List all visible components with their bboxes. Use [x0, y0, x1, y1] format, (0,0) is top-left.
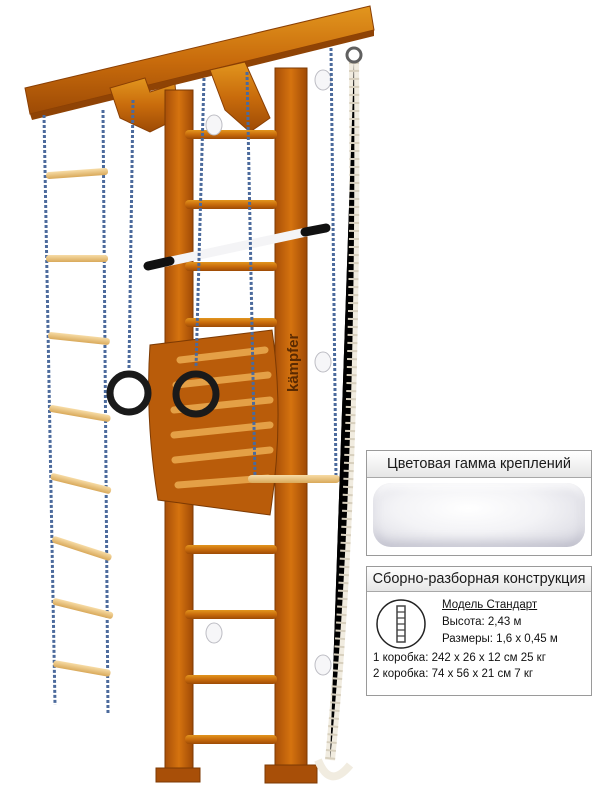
pull-up-bar [143, 223, 331, 271]
wall-brackets [205, 69, 332, 676]
box2-spec: 2 коробка: 74 х 56 х 21 см 7 кг [373, 668, 534, 680]
gymnastic-rings [106, 77, 220, 418]
color-panel-title: Цветовая гамма креплений [367, 451, 591, 478]
size-spec: Размеры: 1,6 х 0,45 м [442, 633, 558, 645]
color-panel: Цветовая гамма креплений [366, 450, 592, 556]
box1-spec: 1 коробка: 242 х 26 х 12 см 25 кг [373, 652, 546, 664]
spec-panel-title: Сборно-разборная конструкция [367, 567, 591, 592]
curved-bars [148, 329, 279, 516]
spec-panel: Сборно-разборная конструкция Модель Стан… [366, 566, 592, 696]
height-spec: Высота: 2,43 м [442, 616, 522, 628]
top-beam [24, 5, 375, 133]
model-name: Модель Стандарт [442, 599, 538, 611]
model-icon [376, 599, 426, 649]
fixture-color-swatch [373, 483, 585, 547]
rope-ladder [42, 109, 114, 716]
climbing-rope [314, 46, 363, 781]
trapeze [245, 47, 340, 483]
brand-logo: kämpfer [285, 333, 302, 392]
